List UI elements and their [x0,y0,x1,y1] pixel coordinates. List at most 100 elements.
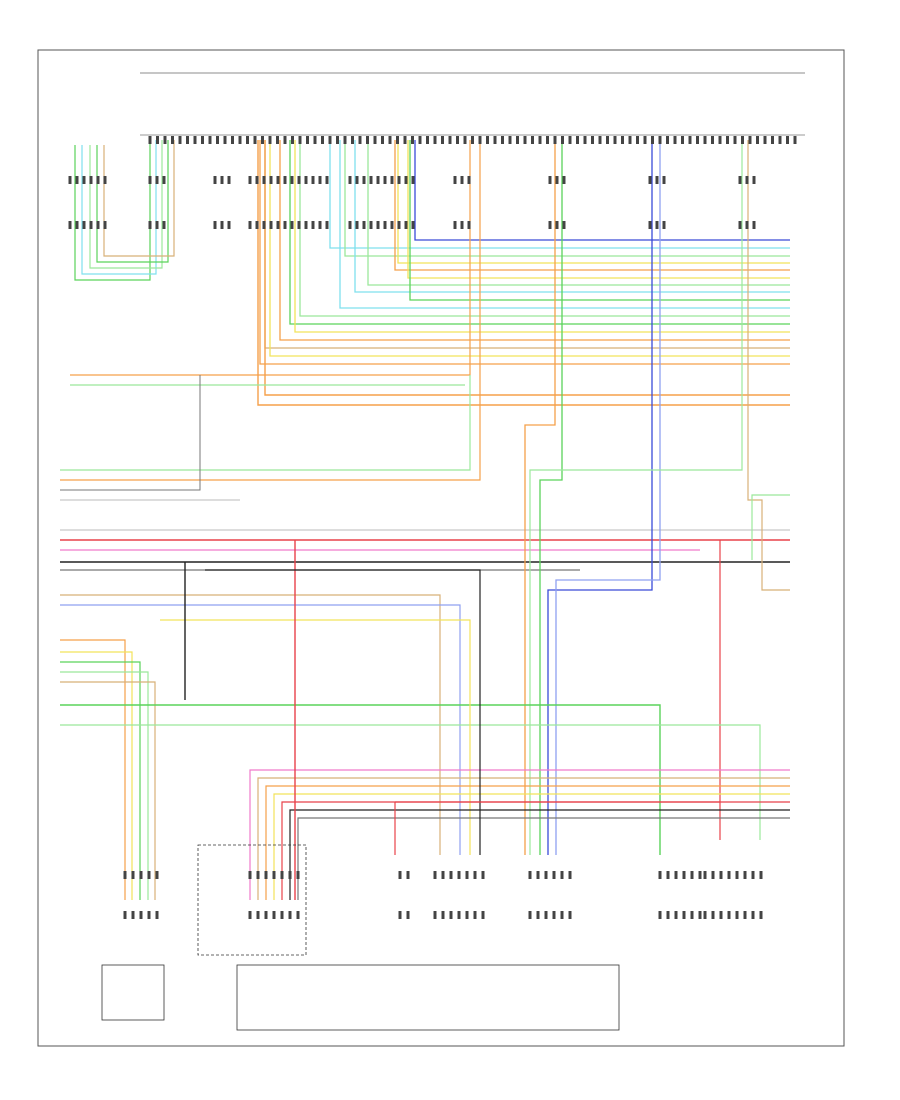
connector-pin-lower [536,911,540,919]
connector-pin-top [208,136,212,144]
connector-pin-lower [751,911,755,919]
wire-top-left-1 [81,140,157,275]
connector-pin-upper [390,221,394,229]
connector-pin-upper [96,176,100,184]
wire-harness-upper-5 [407,140,790,279]
connector-pin-upper [103,221,107,229]
wire-light-green-lower-long [60,724,761,840]
connector-pin-top [696,136,699,144]
connector-pin-lower [406,911,410,919]
connector-pin-lower [272,871,276,879]
connector-pin-upper [562,176,566,184]
connector-pin-top [381,136,384,144]
connector-pin-top [463,136,467,144]
connector-pin-upper [383,176,387,184]
connector-pin-upper [269,221,273,229]
wire-orange-loop-b [257,140,790,406]
connector-pin-upper [248,221,252,229]
connector-pin-top [433,136,437,144]
connector-pin-top [178,136,182,144]
connector-pin-lower [449,871,453,879]
wire-harness-upper-15 [269,140,790,357]
connector-pin-lower [457,871,461,879]
connector-pin-lower [719,871,723,879]
connector-pin-top [163,136,167,144]
connector-pin-top [231,136,234,144]
connector-pin-top [193,136,197,144]
connector-pin-lower [441,871,445,879]
wire-blue-right [547,140,653,855]
connector-pin-upper [355,176,359,184]
connector-pin-top [651,136,654,144]
connector-pin-upper [397,221,401,229]
connector-pin-top [366,136,369,144]
connector-pin-upper [220,221,224,229]
connector-pin-upper [148,176,152,184]
connector-pin-upper [297,221,301,229]
connector-pin-upper [255,176,259,184]
connector-pin-top [261,136,264,144]
connector-pin-top [313,136,317,144]
wire-black-center-b [205,569,481,855]
connector-pin-lower [552,871,556,879]
connector-pin-top [688,136,692,144]
connector-pin-lower [703,871,707,879]
connector-pin-upper [255,221,259,229]
connector-pin-upper [227,221,231,229]
connector-pin-top [493,136,497,144]
connector-pin-top [793,136,797,144]
connector-pin-lower [544,911,548,919]
connector-pin-lower [544,871,548,879]
wire-green-lower-long [60,704,661,855]
connector-pin-lower [674,871,678,879]
connector-pin-upper [362,176,366,184]
connector-pin-upper [562,221,566,229]
connector-pin-upper [304,176,308,184]
connector-pin-lower [682,911,686,919]
connector-pin-top [246,136,249,144]
connector-pin-upper [75,176,79,184]
connector-pin-lower [296,911,300,919]
connector-pin-lower [711,911,715,919]
connector-pin-top [741,136,744,144]
connector-pin-lower [441,911,445,919]
connector-pin-top [478,136,482,144]
connector-pin-top [538,136,542,144]
wire-group [60,140,790,900]
connector-pin-top [546,136,549,144]
connector-pin-upper [745,176,749,184]
component-box-center [236,964,620,1031]
wire-green-lower [60,661,141,900]
connector-pin-lower [698,871,702,879]
connector-pin-top [523,136,527,144]
wire-top-left-3 [96,140,169,263]
connector-pin-top [486,136,489,144]
connector-pin-upper [89,176,93,184]
connector-pin-lower [568,911,572,919]
connector-pin-top [201,136,204,144]
connector-pin-top [501,136,504,144]
connector-pin-lower [536,871,540,879]
connector-pin-upper [738,176,742,184]
connector-pin-lower [703,911,707,919]
connector-pin-upper [227,176,231,184]
connector-pin-lower [433,871,437,879]
connector-pin-lower [711,871,715,879]
connector-pin-lower [560,911,564,919]
connector-pin-lower [264,911,268,919]
wire-harness-upper-13 [279,140,790,341]
connector-pin-top [426,136,429,144]
wire-light-green-right-b [751,494,790,560]
connector-pin-top [456,136,459,144]
connector-pin-upper [148,221,152,229]
wire-harness-lower-5 [289,809,790,900]
connector-pin-upper [348,221,352,229]
wire-harness-upper-12 [294,140,790,333]
wire-harness-upper-1 [329,140,790,249]
connector-pin-upper [283,221,287,229]
connector-pin-upper [213,221,217,229]
wire-light-blue-right [555,140,661,855]
connector-pin-upper [220,176,224,184]
connector-pin-top [403,136,407,144]
